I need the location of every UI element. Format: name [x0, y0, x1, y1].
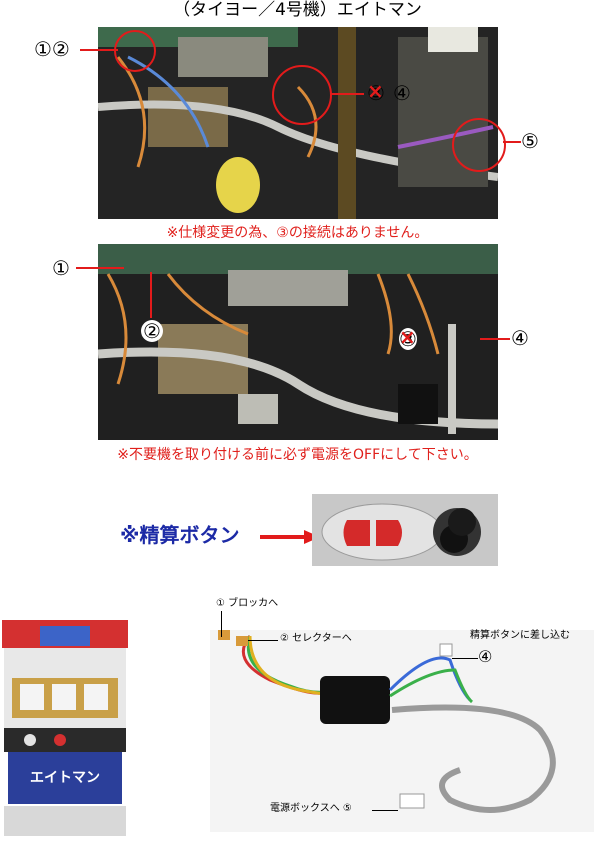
label-connector-5: ⑤: [521, 129, 539, 153]
arrow-connector-5: [503, 141, 521, 143]
x-mark-icon: ×: [399, 325, 416, 349]
harness-label-4-text: 精算ボタンに差し込む: [470, 630, 570, 641]
slot-machine-graphic: エイトマン: [0, 616, 130, 838]
seisan-button-photo: [312, 494, 498, 566]
x-mark-icon: ×: [367, 79, 384, 103]
arrow-connector-1-2: [80, 49, 118, 51]
harness-graphic: [210, 630, 594, 832]
arrow-p2-connector-4: [480, 338, 510, 340]
harness-label-1: ① ブロッカへ: [216, 598, 279, 609]
seisan-button-graphic: [312, 494, 498, 566]
harness-photo: [210, 630, 594, 832]
label-p2-connector-1: ①: [52, 256, 70, 280]
label-3-text: ③: [367, 81, 385, 105]
harness-label-5: 電源ボックスへ ⑤: [270, 803, 352, 814]
label-p2-connector-4: ④: [511, 326, 529, 350]
harness-leader-2: [248, 640, 278, 641]
arrow-p2-connector-2: [150, 272, 152, 318]
machine-logo-text: エイトマン: [30, 770, 100, 786]
circle-connector-1-2: [114, 30, 156, 72]
harness-leader-1: [221, 611, 222, 637]
label-connector-3-crossed: ③ ×: [367, 79, 385, 105]
power-off-warning: ※不要機を取り付ける前に必ず電源をOFFにして下さい。: [117, 447, 478, 463]
circle-connector-3-4: [272, 65, 332, 125]
circle-connector-5: [452, 118, 506, 172]
wiring-photo-2-graphic: [98, 244, 498, 440]
page-title: （タイヨー／4号機）エイトマン: [173, 0, 422, 20]
label-connector-4: ④: [393, 81, 411, 105]
seisan-arrow-icon: [260, 529, 320, 544]
harness-label-4: ④: [478, 647, 493, 666]
photo-bottom-wiring: [98, 244, 498, 440]
label-p2-connector-3-crossed: ③ ×: [399, 325, 417, 351]
seisan-button-label: ※精算ボタン: [120, 523, 240, 547]
harness-label-2: ② セレクターへ: [280, 633, 352, 644]
arrow-p2-connector-1: [76, 267, 124, 269]
spec-change-note: ※仕様変更の為、③の接続はありません。: [166, 225, 429, 241]
label-p2-3-text: ③: [399, 327, 417, 351]
slot-machine-image: エイトマン: [0, 616, 130, 838]
label-p2-connector-2: ②: [141, 320, 163, 342]
harness-leader-4: [452, 658, 478, 659]
arrow-connector-3-4: [330, 93, 364, 95]
label-connector-1-2: ①②: [34, 37, 70, 61]
harness-leader-5: [372, 810, 398, 811]
